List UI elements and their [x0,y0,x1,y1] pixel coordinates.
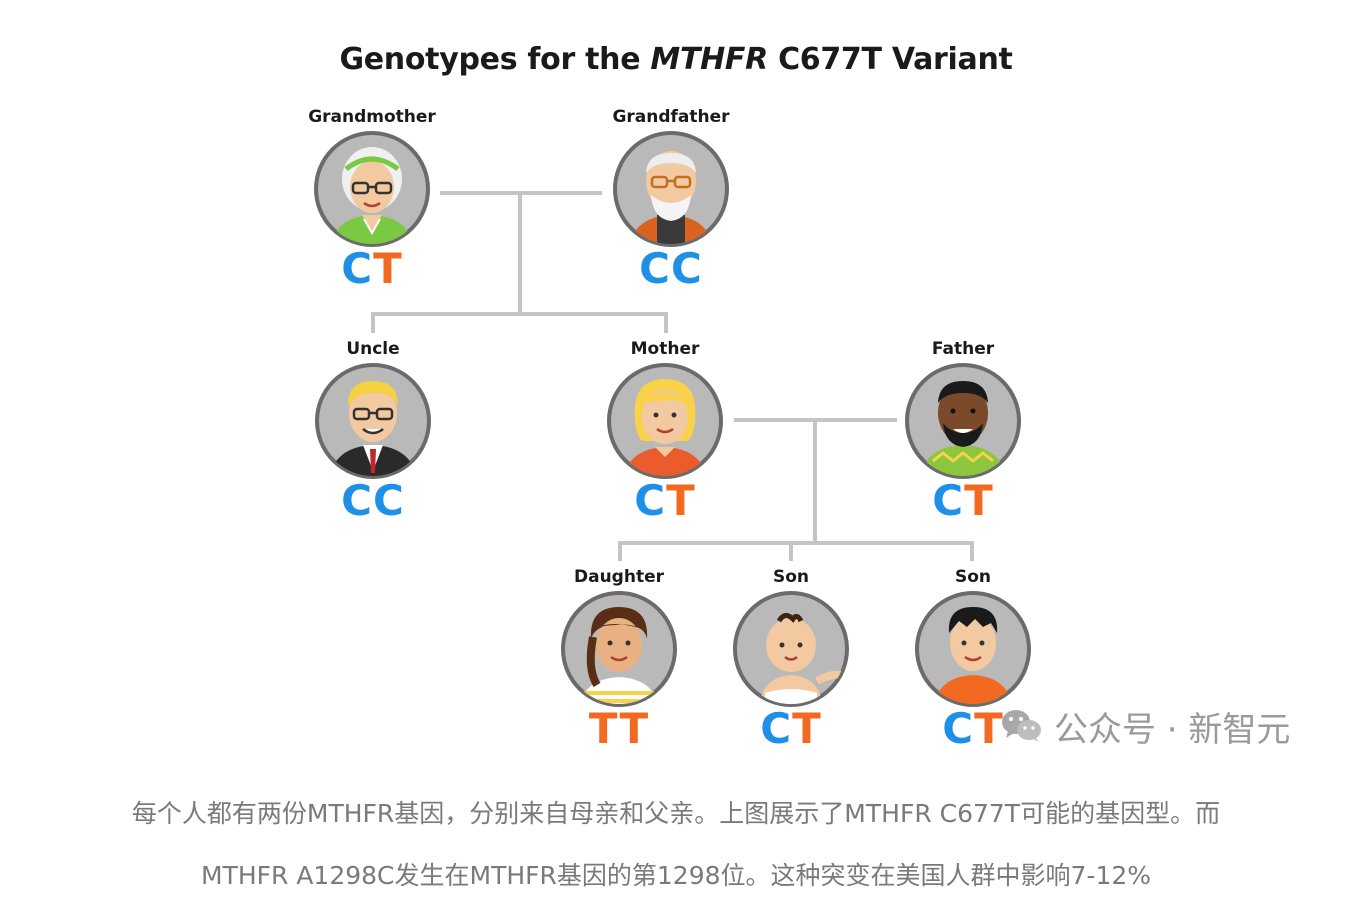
caption-line-2: MTHFR A1298C发生在MTHFR基因的第1298位。这种突变在美国人群中… [200,861,1152,890]
son-avatar-icon [915,591,1031,707]
allele-2: T [373,244,403,293]
allele-2: T [792,704,822,753]
genotype-label: CC [283,477,463,525]
caption-line-1: 每个人都有两份MTHFR基因，分别来自母亲和父亲。上图展示了MTHFR C677… [131,799,1221,828]
father-avatar-icon [905,363,1021,479]
person-label: Daughter [574,567,664,587]
allele-1: T [588,704,620,753]
genotype-label: CT [575,477,755,525]
grandmother-avatar-icon [314,131,430,247]
person-label: Mother [630,339,700,359]
genotype-label: TT [529,705,709,753]
diagram-title: Genotypes for the MTHFR C677T Variant [339,42,1013,77]
allele-1: C [341,476,373,525]
genotype-label: CC [581,245,761,293]
baby-son-avatar-icon [733,591,849,707]
genotype-label: CT [701,705,881,753]
allele-2: C [671,244,703,293]
watermark-text: 公众号 · 新智元 [1054,709,1291,750]
person-label: Grandfather [612,107,730,127]
person-label: Son [772,567,810,587]
allele-1: C [942,704,975,753]
person-label: Uncle [346,339,400,359]
allele-1: C [341,244,374,293]
allele-1: C [634,476,667,525]
daughter-avatar-icon [561,591,677,707]
allele-1: C [760,704,793,753]
allele-2: T [974,704,1004,753]
genotype-label: CT [873,477,1053,525]
source-watermark: 公众号 · 新智元 [1000,702,1290,750]
person-label: Son [954,567,992,587]
person-label: Grandmother [308,107,436,127]
allele-2: C [373,476,405,525]
allele-1: C [639,244,671,293]
allele-1: C [932,476,965,525]
allele-2: T [964,476,994,525]
mother-avatar-icon [607,363,723,479]
genotype-label: CT [883,705,1063,753]
genotype-label: CT [282,245,462,293]
allele-2: T [619,704,650,753]
grandfather-avatar-icon [613,131,729,247]
wechat-icon [1002,710,1041,742]
allele-2: T [666,476,696,525]
person-label: Father [931,339,995,359]
uncle-avatar-icon [315,363,431,479]
family-tree-lines [371,191,974,561]
